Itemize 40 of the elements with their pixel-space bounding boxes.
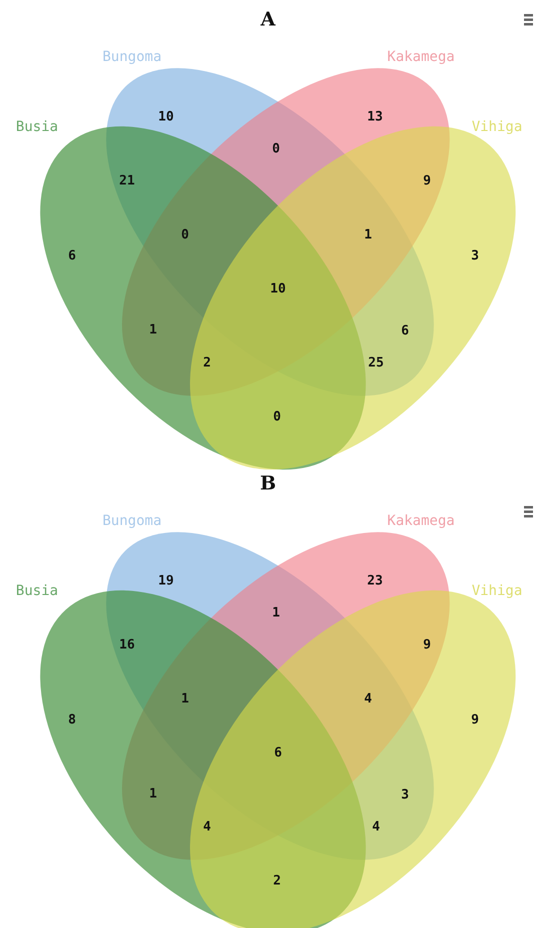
region-count: 13 xyxy=(367,110,383,124)
region-count: 1 xyxy=(364,228,372,242)
region-count: 8 xyxy=(68,714,76,726)
panel-title: B xyxy=(260,474,276,494)
region-count: 6 xyxy=(68,250,76,262)
region-count: 0 xyxy=(272,142,280,156)
region-count: 9 xyxy=(471,714,479,726)
region-count: 4 xyxy=(364,692,372,706)
region-count: 3 xyxy=(471,250,479,262)
region-count: 4 xyxy=(372,820,380,834)
region-count: 23 xyxy=(367,574,383,588)
set-label: Busia xyxy=(16,584,58,598)
set-label: Vihiga xyxy=(472,120,522,134)
set-label: Busia xyxy=(16,120,58,134)
region-count: 3 xyxy=(401,788,409,802)
region-count: 10 xyxy=(270,282,286,296)
region-count: 6 xyxy=(274,746,282,760)
region-count: 10 xyxy=(158,110,174,124)
set-label: Kakamega xyxy=(387,50,455,64)
region-count: 4 xyxy=(203,820,211,834)
region-count: 19 xyxy=(158,574,174,588)
region-count: 1 xyxy=(272,606,280,620)
region-count: 25 xyxy=(368,356,384,370)
region-count: 1 xyxy=(149,324,157,336)
set-label: Vihiga xyxy=(472,584,522,598)
region-count: 2 xyxy=(273,874,281,888)
set-label: Bungoma xyxy=(102,514,162,528)
panel-title: A xyxy=(260,10,276,30)
set-label: Kakamega xyxy=(387,514,455,528)
set-label: Bungoma xyxy=(102,50,162,64)
region-count: 16 xyxy=(119,638,135,652)
region-count: 9 xyxy=(423,174,431,188)
region-count: 1 xyxy=(149,788,157,800)
region-count: 1 xyxy=(181,692,189,706)
region-count: 0 xyxy=(273,410,281,424)
region-count: 9 xyxy=(423,638,431,652)
region-count: 21 xyxy=(119,174,135,188)
region-count: 2 xyxy=(203,356,211,370)
region-count: 0 xyxy=(181,228,189,242)
region-count: 6 xyxy=(401,324,409,338)
